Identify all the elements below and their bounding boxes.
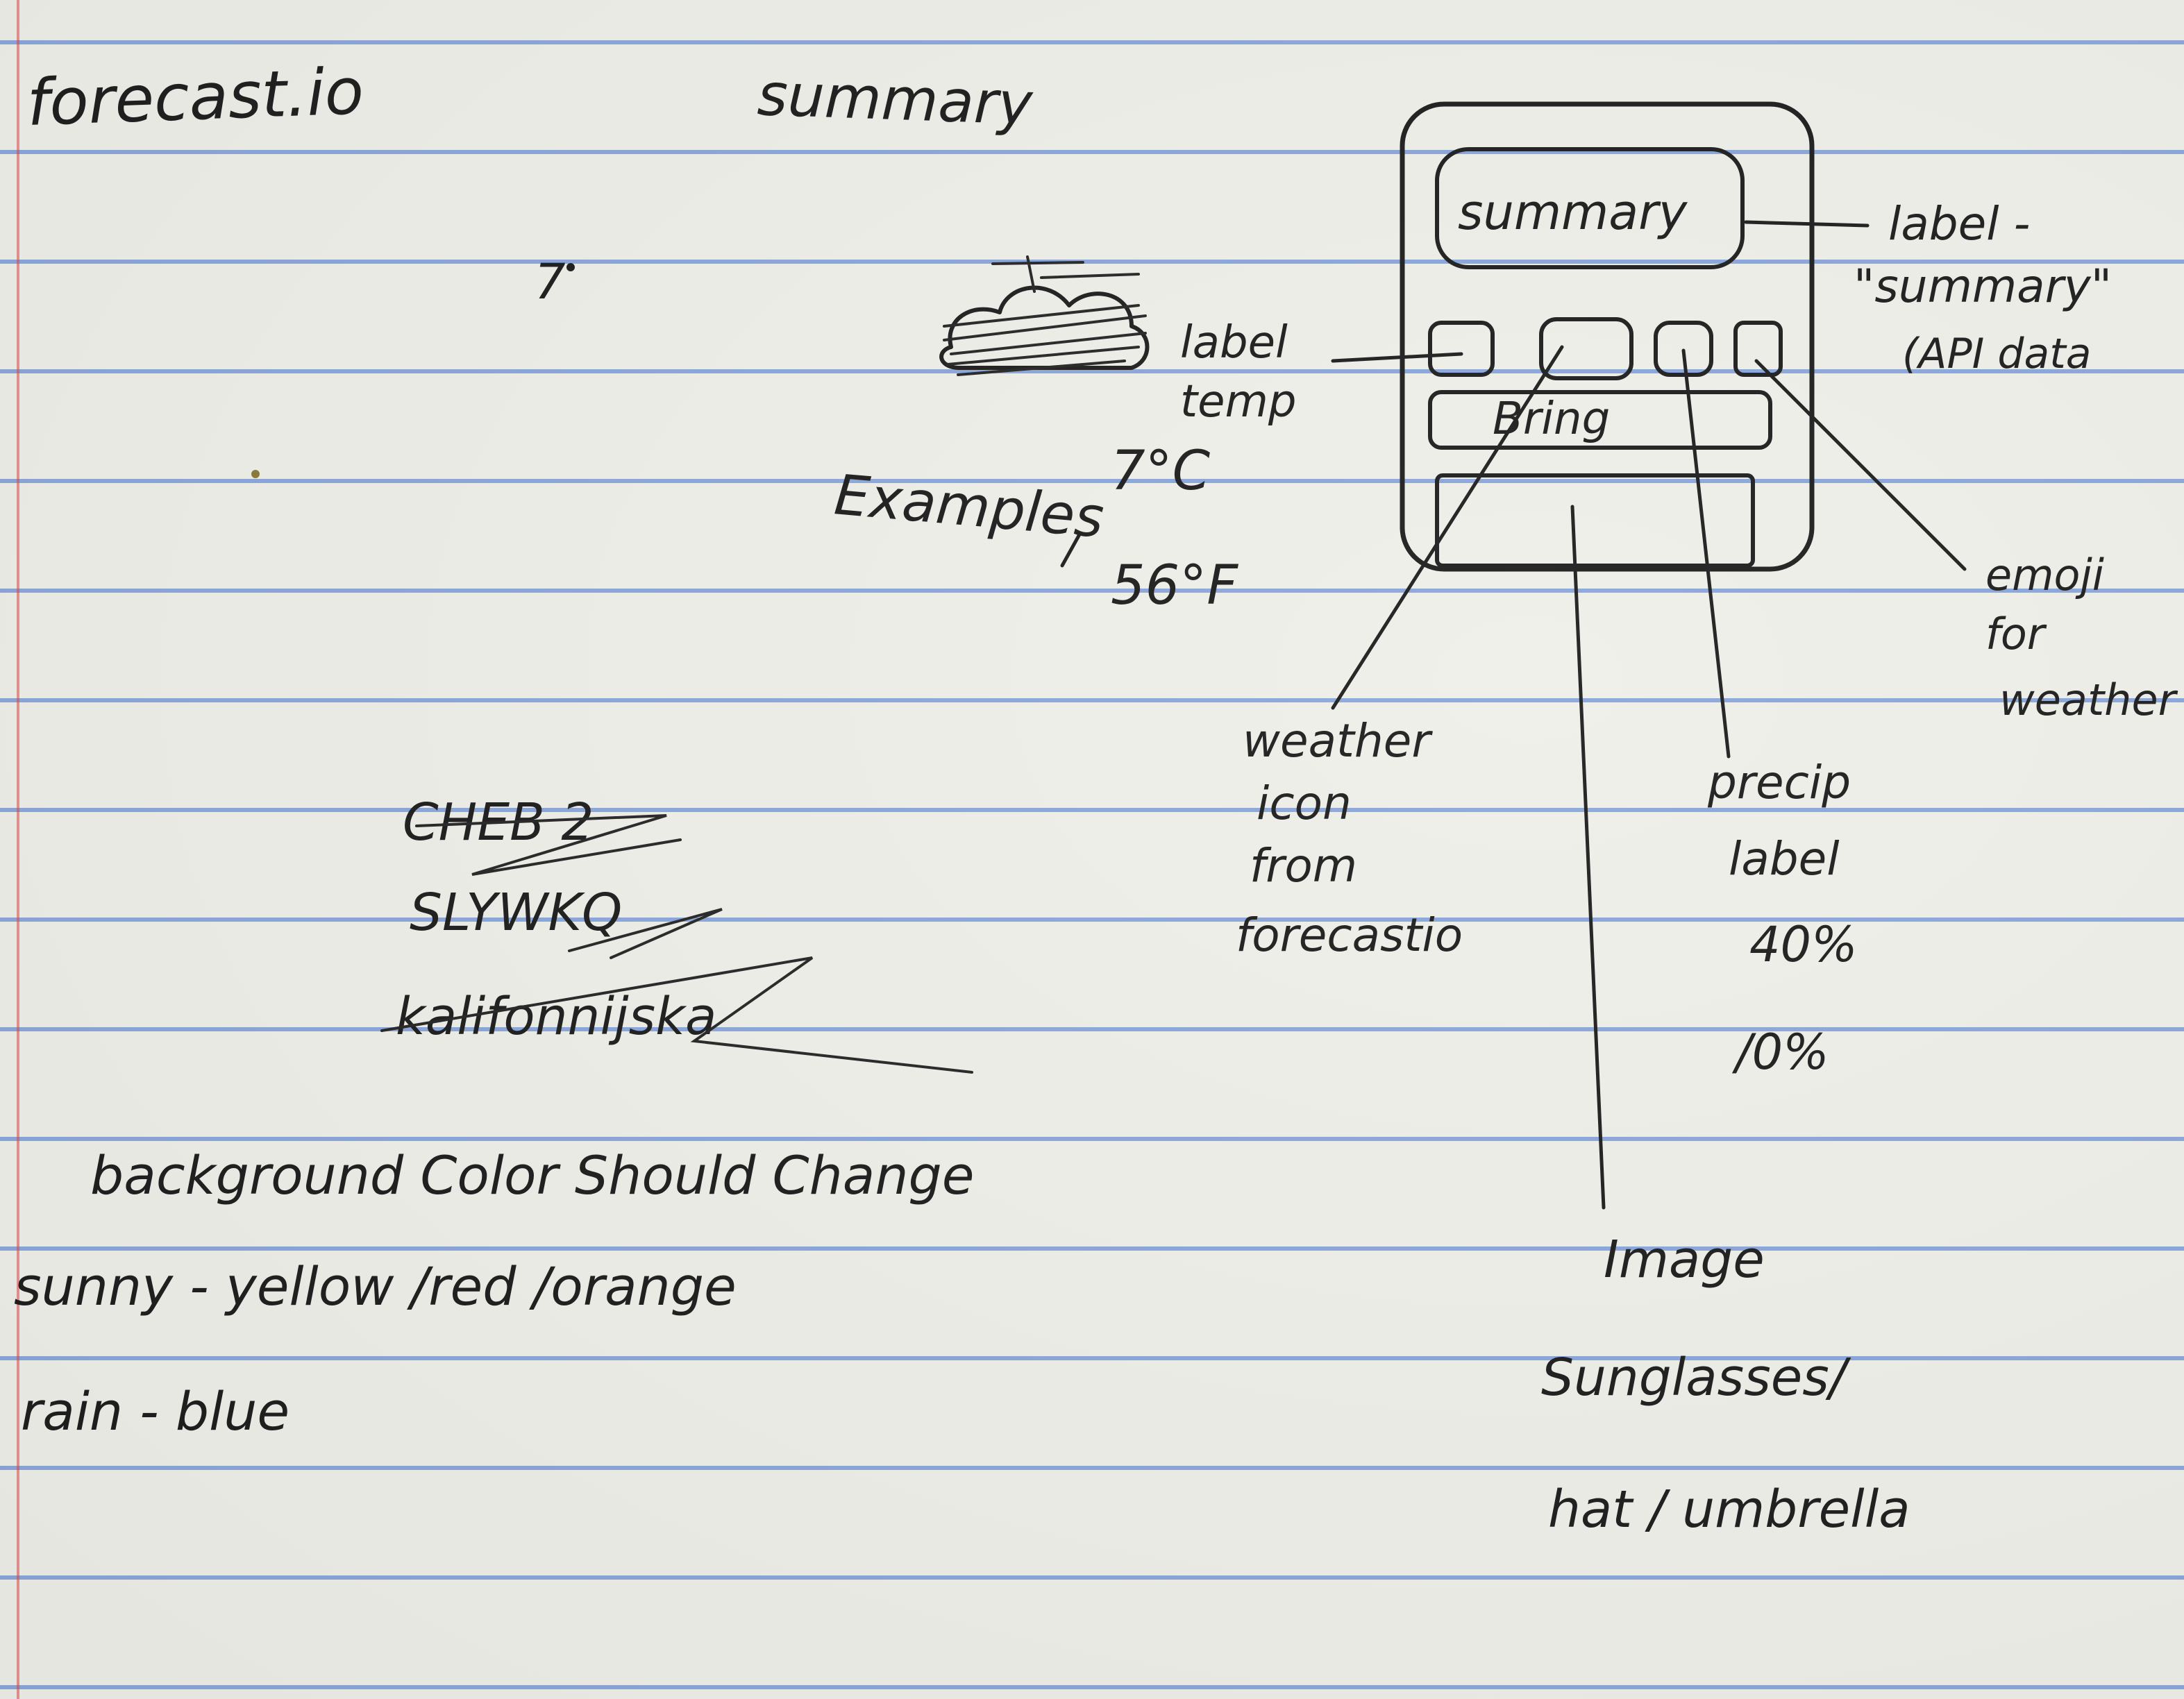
bring-box bbox=[1428, 390, 1772, 450]
examples-label: Examples bbox=[832, 462, 1106, 550]
label-summary-line3: (API data bbox=[1902, 330, 2092, 378]
cloud-sketch-icon bbox=[939, 255, 1150, 376]
example-fahrenheit: 56°F bbox=[1111, 555, 1238, 617]
struck-words: CHEB 2 SLYWKQ kalifonnijska bbox=[380, 793, 973, 1074]
pointer-precip bbox=[1681, 348, 1731, 759]
note-title: forecast.io bbox=[26, 54, 365, 140]
weather-icon-box bbox=[1539, 317, 1633, 380]
example-celsius: 7°C bbox=[1111, 440, 1211, 502]
image-label-line2: Sunglasses/ bbox=[1541, 1348, 1851, 1408]
pointer-image bbox=[1570, 505, 1606, 1210]
weather-icon-label-line1: weather bbox=[1243, 714, 1433, 768]
precip-label-line2: label bbox=[1729, 832, 1840, 886]
sunny-note: sunny - yellow /red /orange bbox=[14, 1256, 737, 1317]
image-box bbox=[1435, 473, 1755, 568]
rain-note: rain - blue bbox=[21, 1380, 289, 1442]
note-heading: summary bbox=[756, 60, 1034, 138]
label-temp-line1: label bbox=[1180, 317, 1288, 369]
wireframe-phone: summary Bring bbox=[1400, 101, 1815, 572]
weather-icon-label-line4: forecastio bbox=[1236, 908, 1463, 962]
precip-label-box bbox=[1654, 321, 1713, 377]
pointer-summary bbox=[1744, 220, 1870, 228]
weather-icon-label-line3: from bbox=[1250, 839, 1357, 893]
summary-box-text: summary bbox=[1458, 184, 1688, 241]
background-note: background Color Should Change bbox=[90, 1144, 974, 1206]
weather-icon-label-line2: icon bbox=[1257, 777, 1352, 830]
pointer-emoji bbox=[1754, 359, 1967, 571]
image-label-line3: hat / umbrella bbox=[1548, 1480, 1910, 1539]
struck-word-3: kalifonnijska bbox=[396, 987, 716, 1047]
emoji-box bbox=[1733, 321, 1783, 377]
label-summary-line1: label - bbox=[1888, 197, 2030, 251]
label-temp-line2: temp bbox=[1180, 376, 1296, 428]
bring-box-text: Bring bbox=[1493, 394, 1610, 445]
strike-2 bbox=[568, 908, 723, 959]
struck-word-2: SLYWKQ bbox=[410, 883, 622, 943]
degree-dot bbox=[566, 263, 575, 271]
strike-3 bbox=[380, 956, 973, 1074]
summary-box bbox=[1435, 147, 1745, 269]
precip-label-line3: 40% bbox=[1749, 916, 1858, 973]
emoji-label-line2: for bbox=[1985, 609, 2047, 659]
emoji-label-line1: emoji bbox=[1985, 550, 2104, 600]
image-label-line1: Image bbox=[1604, 1230, 1765, 1290]
precip-label-line1: precip bbox=[1707, 756, 1851, 809]
precip-label-line4: /0% bbox=[1731, 1024, 1829, 1081]
phone-outline bbox=[1400, 101, 1815, 572]
annotation-pointers bbox=[1331, 220, 1967, 1210]
example-slash bbox=[1060, 532, 1082, 568]
pointer-temp bbox=[1331, 352, 1463, 363]
emoji-label-line3: weather bbox=[1999, 675, 2178, 725]
strike-1 bbox=[415, 814, 682, 876]
label-summary-line2: "summary" bbox=[1854, 260, 2112, 313]
note-degree-mark: 7 bbox=[535, 253, 566, 310]
pointer-weather-icon bbox=[1331, 345, 1564, 710]
ink-speck bbox=[251, 470, 260, 478]
temp-label-box bbox=[1428, 321, 1495, 377]
